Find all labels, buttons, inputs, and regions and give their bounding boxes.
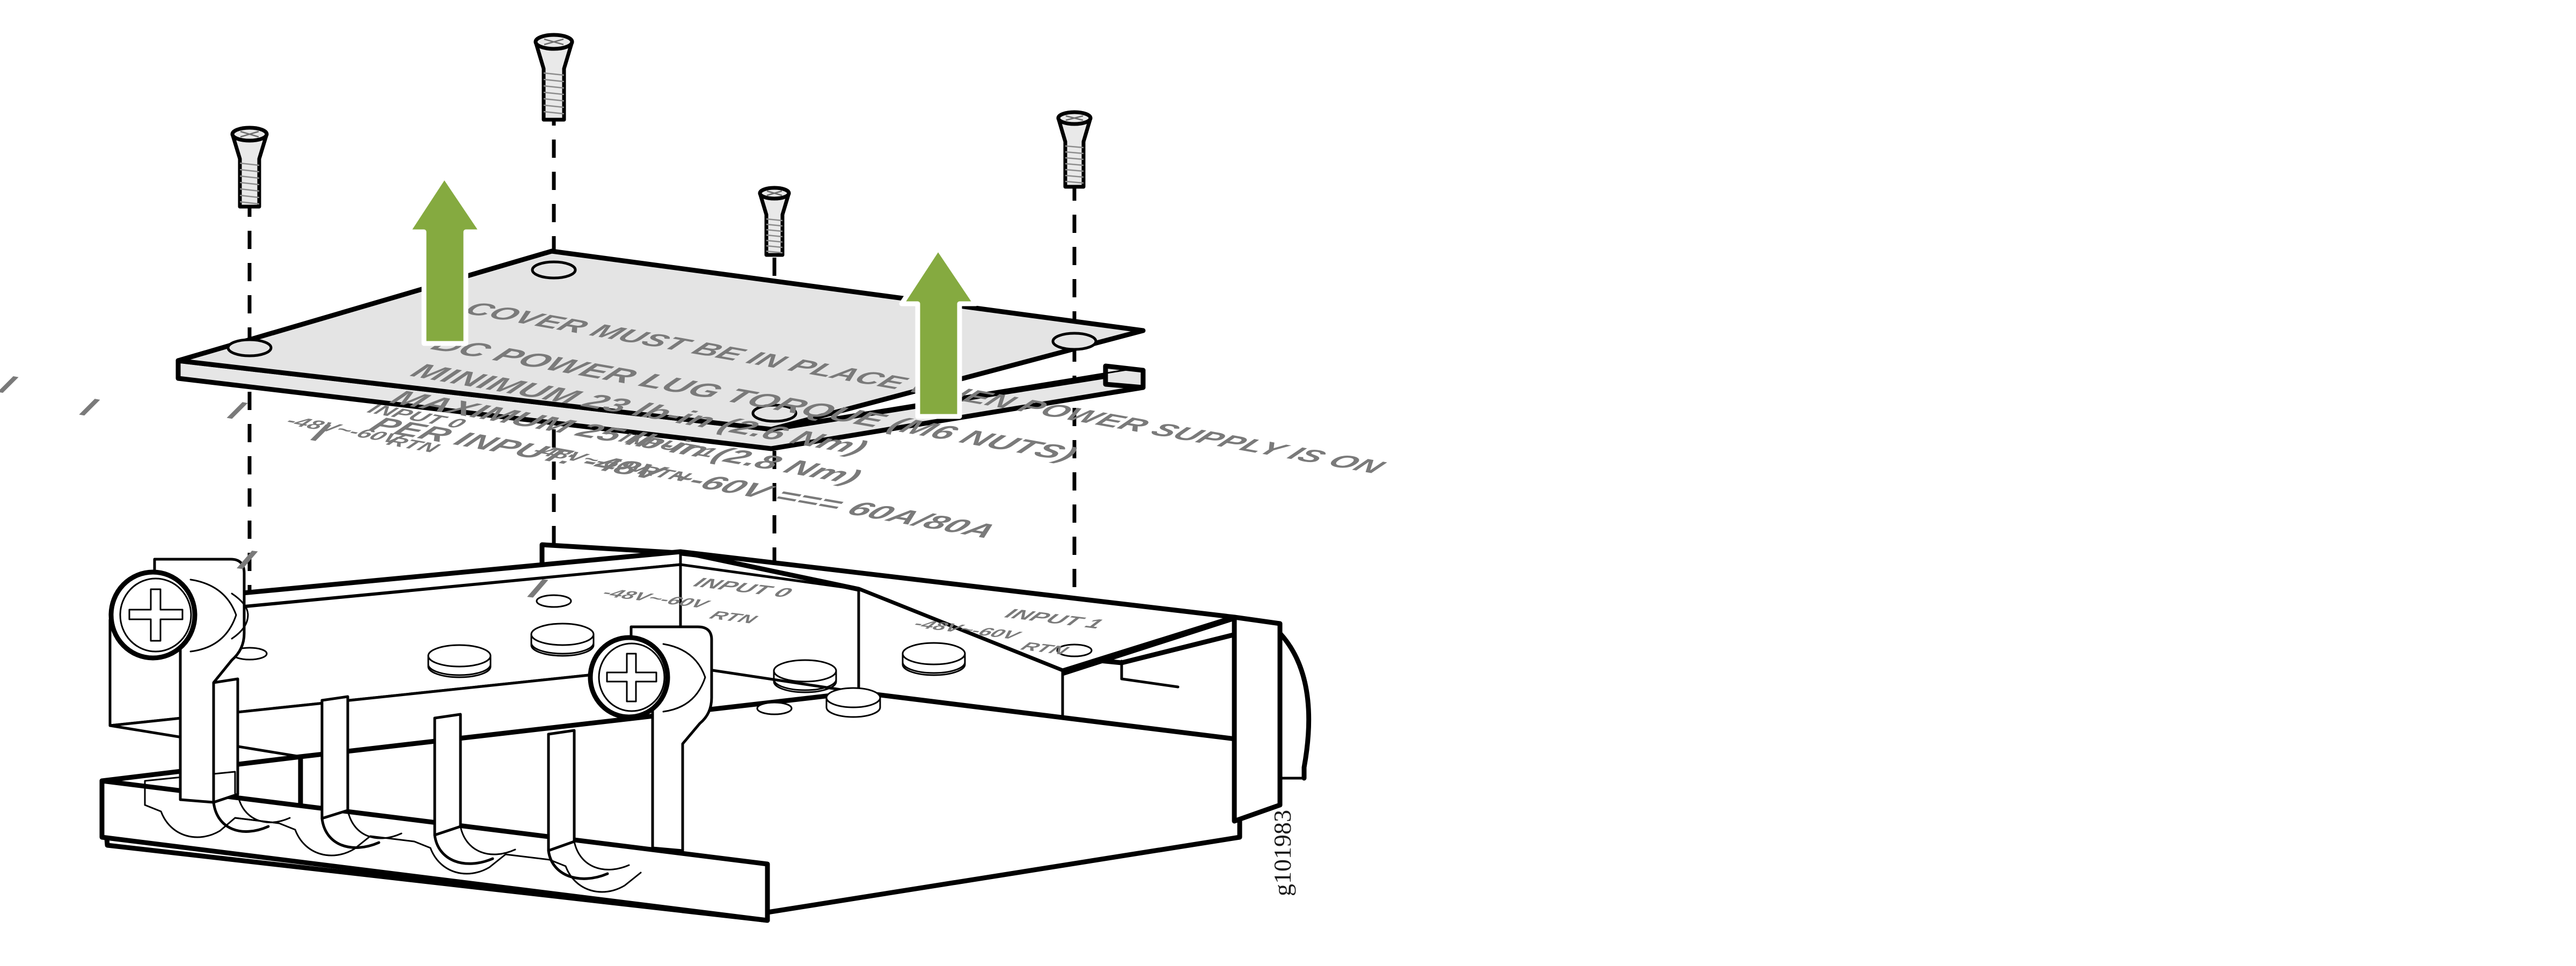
- cover-plate-hole-front-left: [226, 338, 273, 357]
- power-supply-chassis: INPUT 0 -48V~-60V RTN INPUT 1 -48V~-60V …: [99, 542, 1312, 923]
- cover-plate-right-tab: [1103, 363, 1146, 390]
- cover-input0-voltage-tick: [0, 376, 19, 393]
- cable-fin-4-curve: [547, 849, 609, 880]
- figure-id: g101983: [1269, 810, 1296, 896]
- cover-plate-hole-front-right: [751, 404, 797, 423]
- captive-screw-center-shaft: [662, 643, 706, 713]
- captive-screw-center-phillips-icon: [606, 653, 657, 702]
- chassis-input0-voltage-tick: [237, 551, 258, 569]
- cable-fin-4: [547, 729, 576, 852]
- cable-fin-3: [433, 713, 462, 837]
- cable-fin-2: [320, 695, 349, 820]
- cable-fin-2-curve: [320, 817, 380, 849]
- lug-stud-5: [825, 687, 881, 718]
- chassis-input1-voltage-tick: [527, 579, 548, 598]
- lug-stud-2: [530, 623, 595, 657]
- chassis-mount-hole-rear-right: [1056, 643, 1093, 657]
- captive-screw-left-boss: [231, 592, 249, 640]
- cable-fin-4-curve-inner: [573, 840, 630, 870]
- cover-input1-voltage-tick: [226, 402, 248, 419]
- scallop-flat-1: [234, 817, 280, 824]
- screw-front-right-threads: [766, 218, 783, 254]
- screw-front-right[interactable]: [758, 186, 791, 257]
- cable-fin-3-curve-inner: [459, 825, 516, 855]
- chassis-bottom-plate: [99, 778, 770, 923]
- cover-plate-hole-rear-right: [1051, 332, 1097, 351]
- figure-id-text: g101983: [1269, 810, 1296, 896]
- screw-front-left-phillips-icon: [240, 130, 259, 138]
- cover-input1-rtn-tick: [310, 424, 332, 441]
- lug-stud-3: [773, 659, 837, 693]
- cover-screws: [230, 33, 1093, 257]
- chassis-notch-right: [1120, 660, 1180, 689]
- captive-screw-left-shaft: [189, 579, 237, 653]
- captive-screw-left-head-ring: [119, 577, 192, 653]
- lift-arrow-left: [405, 173, 485, 346]
- captive-screw-center[interactable]: [588, 625, 713, 852]
- chassis-handle-curve: [1277, 631, 1312, 781]
- cover-plate-hole-rear-left: [531, 260, 577, 280]
- lift-arrows: [405, 173, 978, 419]
- lug-studs: [427, 623, 966, 718]
- screw-rear-left-phillips-icon: [544, 38, 564, 46]
- chassis-mount-hole-front-right: [756, 701, 793, 715]
- lug-stud-4: [902, 642, 966, 676]
- lug-stud-1: [427, 644, 492, 678]
- cable-fin-1: [212, 677, 239, 804]
- screw-rear-right-phillips-icon: [1065, 115, 1084, 121]
- captive-screw-left[interactable]: [108, 558, 249, 804]
- lift-arrow-right: [899, 245, 978, 419]
- scallop-wave-upper: [144, 804, 642, 893]
- captive-screw-left-phillips-icon: [128, 588, 184, 642]
- cable-fin-2-curve-inner: [347, 809, 402, 839]
- screw-rear-right[interactable]: [1056, 110, 1093, 189]
- cover-input0-rtn-tick: [79, 399, 100, 416]
- screw-front-left[interactable]: [230, 126, 269, 209]
- screw-rear-right-threads: [1065, 145, 1084, 184]
- chassis-right-endcap: [1232, 614, 1283, 824]
- chassis-mount-hole-rear-left: [536, 594, 572, 608]
- cable-fin-3-curve: [433, 833, 494, 865]
- screw-front-left-threads: [239, 162, 260, 205]
- screw-front-right-phillips-icon: [766, 190, 782, 196]
- captive-screw-center-head-ring: [598, 642, 665, 712]
- screw-rear-left-threads: [543, 72, 565, 115]
- cable-fin-1-curve: [212, 801, 270, 833]
- screw-rear-left[interactable]: [533, 33, 574, 122]
- cover-plate-seam-front: [186, 362, 770, 431]
